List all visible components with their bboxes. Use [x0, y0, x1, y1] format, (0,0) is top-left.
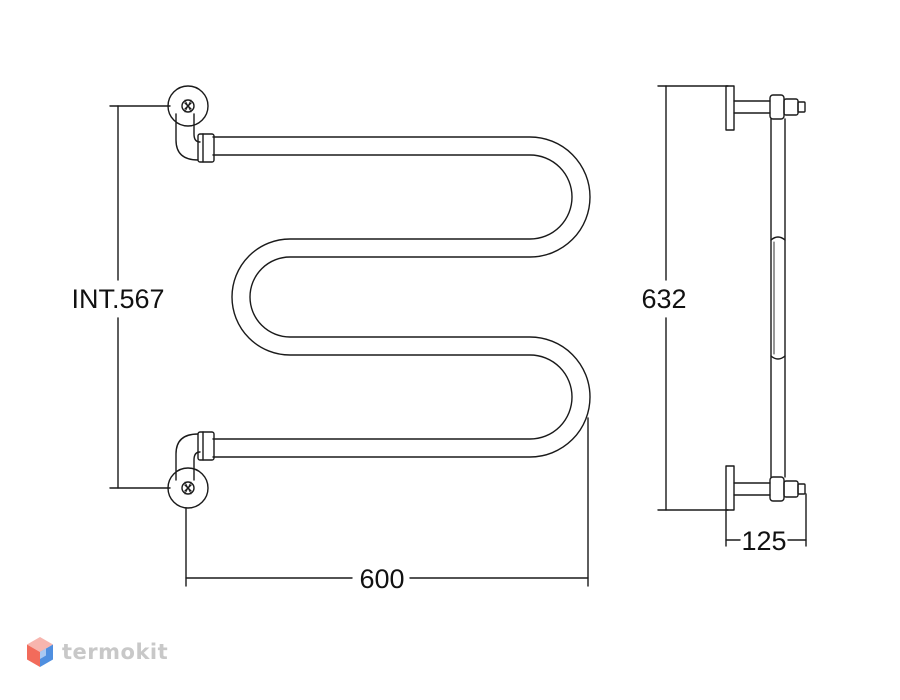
top-elbow [175, 113, 215, 163]
brand-name: termokit [62, 640, 169, 664]
hexagon-cube-icon [27, 637, 53, 667]
brand-watermark: termokit [26, 636, 168, 668]
interaxial-dimension [109, 105, 171, 489]
bottom-elbow [175, 431, 215, 481]
width-label: 600 [359, 564, 404, 594]
top-wall-flange [167, 85, 209, 127]
side-view [725, 85, 806, 511]
depth-label: 125 [741, 526, 786, 556]
height-label: 632 [641, 284, 686, 314]
s-shaped-tube [212, 136, 591, 458]
depth-dimension [725, 493, 807, 547]
width-dimension [185, 417, 589, 587]
bottom-wall-flange [167, 467, 209, 509]
interaxial-label: INT.567 [71, 284, 164, 314]
height-dimension [657, 85, 729, 511]
